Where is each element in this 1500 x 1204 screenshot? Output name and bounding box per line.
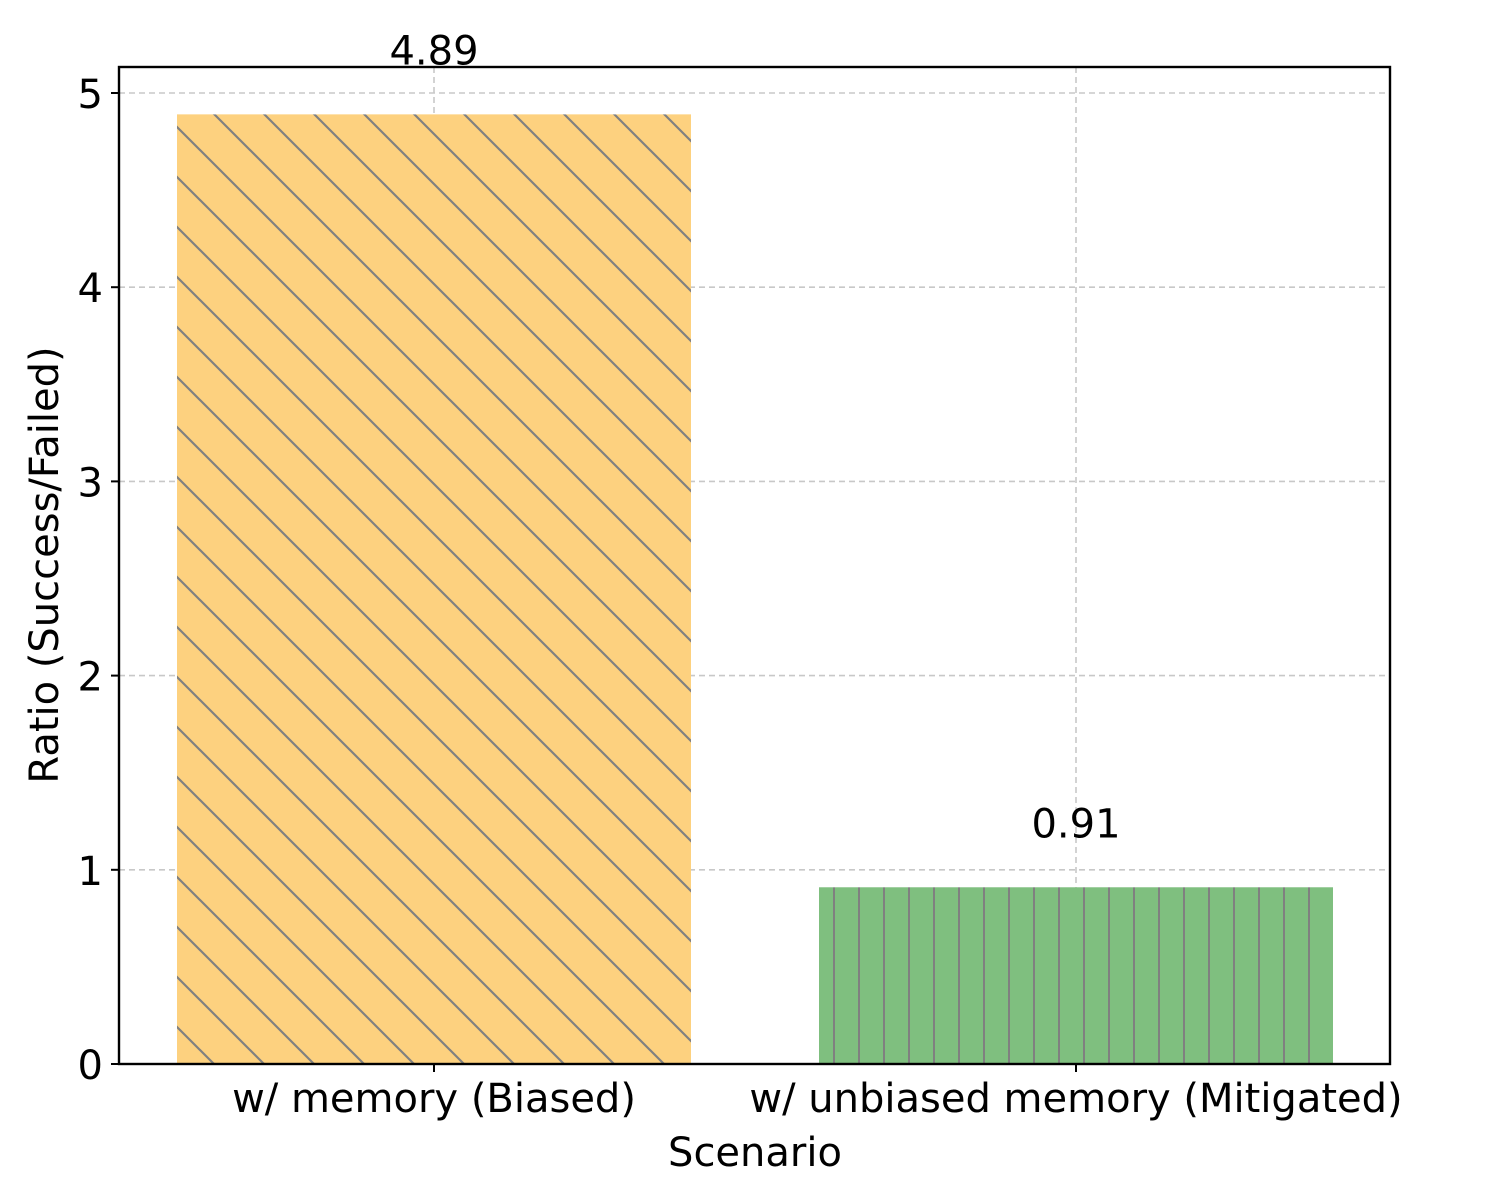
y-tick-label: 2: [78, 655, 103, 701]
y-tick-label: 3: [78, 460, 103, 506]
bar-value-label: 0.91: [1031, 801, 1120, 847]
bars: [177, 114, 1333, 1064]
y-tick-label: 1: [78, 849, 103, 895]
bar: [177, 114, 691, 1064]
y-tick-label: 4: [78, 266, 103, 312]
y-tick-label: 5: [78, 72, 103, 118]
x-axis-label: Scenario: [668, 1130, 842, 1176]
x-tick-label: w/ memory (Biased): [232, 1076, 636, 1122]
bar: [819, 887, 1333, 1064]
x-axis-ticks: w/ memory (Biased) w/ unbiased memory (Mi…: [232, 1064, 1403, 1122]
y-axis-ticks: 0 1 2 3 4 5: [78, 72, 119, 1089]
axes-frame: [117, 65, 1392, 1066]
x-tick-label: w/ unbiased memory (Mitigated): [749, 1076, 1402, 1122]
y-axis-label: Ratio (Success/Failed): [22, 346, 68, 783]
y-tick-label: 0: [78, 1043, 103, 1089]
